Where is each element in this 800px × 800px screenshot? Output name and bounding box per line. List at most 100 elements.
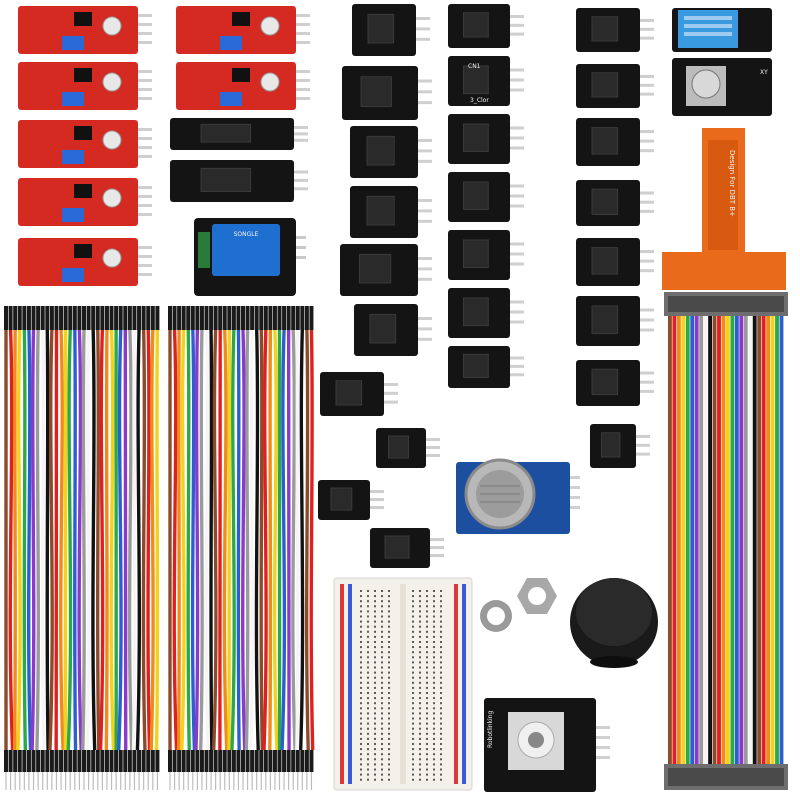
ribbon-wire: [699, 316, 704, 766]
jumper-pin-bottom: [236, 750, 241, 772]
jumper-pin-bottom: [204, 750, 209, 772]
jumper-pin-bottom: [31, 750, 36, 772]
black-sensor-module: [448, 172, 524, 222]
jumper-pin-tip: [288, 772, 290, 790]
jumper-pin-tip: [60, 772, 62, 790]
jumper-pin-bottom: [227, 750, 232, 772]
jumper-wire: [16, 329, 22, 751]
jumper-pin-bottom: [241, 750, 245, 772]
jumper-pin-top: [227, 306, 232, 330]
jumper-wire: [291, 329, 297, 751]
jumper-wire: [146, 329, 152, 751]
jumper-pin-tip: [178, 772, 180, 790]
ribbon-wire: [743, 316, 748, 766]
black-sensor-module: [448, 4, 524, 48]
jumper-pin-bottom: [150, 750, 155, 772]
black-sensor-module: [352, 4, 430, 56]
jumper-pin-top: [181, 306, 186, 330]
jumper-pin-bottom: [86, 750, 91, 772]
jumper-wire: [199, 329, 204, 751]
jumper-wire: [248, 329, 255, 751]
jumper-wire: [186, 329, 191, 751]
cn1-label: CN1: [468, 63, 481, 70]
ribbon-wire: [748, 316, 753, 766]
black-sensor-module: [354, 304, 432, 356]
jumper-wire: [286, 329, 291, 751]
jumper-pin-tip: [228, 772, 230, 790]
jumper-wire: [127, 329, 134, 751]
red-sensor-module: [18, 62, 152, 110]
jumper-pin-bottom: [49, 750, 54, 772]
jumper-pin-bottom: [199, 750, 204, 772]
jumper-wire: [48, 329, 54, 751]
jumper-pin-bottom: [304, 750, 309, 772]
jumper-wire: [40, 329, 47, 751]
jumper-pin-bottom: [63, 750, 68, 772]
black-sensor-module: [576, 296, 654, 346]
jumper-pin-tip: [169, 772, 171, 790]
black-sensor-module: [576, 8, 654, 52]
jumper-wire: [259, 329, 264, 751]
jumper-wires-middle: [168, 306, 315, 790]
jumper-wire: [73, 329, 78, 751]
jumper-wire: [135, 329, 142, 751]
t-cobbler-label: Design For DBT B+: [728, 150, 736, 217]
ribbon-wire: [690, 316, 695, 766]
jumper-pin-bottom: [123, 750, 128, 772]
jumper-wire: [12, 329, 17, 751]
jumper-wire: [45, 329, 50, 751]
jumper-pin-tip: [246, 772, 249, 790]
jumper-pin-top: [213, 306, 218, 330]
jumper-wire: [141, 329, 147, 751]
color-label: 3_Clor: [470, 97, 489, 104]
black-sensor-module: [170, 118, 308, 150]
red-sensor-module: [176, 62, 310, 110]
jumper-pin-tip: [19, 772, 21, 790]
jumper-wire: [262, 329, 268, 751]
jumper-pin-bottom: [45, 750, 50, 772]
black-sensor-module: [448, 56, 524, 106]
jumper-pin-bottom: [127, 750, 132, 772]
jumper-pin-top: [146, 306, 151, 330]
jumper-pin-top: [77, 306, 82, 330]
relay-module: SONGLE: [194, 218, 306, 296]
jumper-pin-bottom: [109, 750, 114, 772]
jumper-pin-top: [254, 306, 259, 330]
jumper-pin-bottom: [268, 750, 273, 772]
washer: [480, 600, 512, 632]
black-sensor-module: [342, 66, 432, 120]
jumper-pin-tip: [233, 772, 235, 790]
jumper-pin-top: [250, 306, 255, 330]
jumper-wire: [172, 329, 179, 751]
jumper-pin-top: [132, 306, 137, 330]
ribbon-wire: [685, 316, 690, 766]
jumper-pin-top: [86, 306, 91, 330]
jumper-wire: [109, 329, 116, 751]
t-cobbler-board: Design For DBT B+: [662, 128, 788, 316]
jumper-wire: [22, 329, 28, 751]
jumper-pin-tip: [14, 772, 16, 790]
jumper-pin-tip: [219, 772, 221, 790]
jumper-wire: [30, 329, 36, 751]
jumper-pin-top: [204, 306, 209, 330]
jumper-pin-bottom: [100, 750, 105, 772]
jumper-wire: [8, 329, 15, 751]
jumper-wire: [209, 329, 214, 751]
black-sensor-module: [350, 186, 432, 238]
jumper-pin-tip: [192, 772, 194, 790]
jumper-pin-top: [40, 306, 45, 330]
black-sensor-module: [576, 180, 654, 226]
jumper-pin-tip: [32, 772, 35, 790]
jumper-wire: [59, 329, 65, 751]
jumper-wire: [85, 329, 91, 751]
jumper-pin-top: [186, 306, 191, 330]
ribbon-wire: [757, 316, 762, 766]
ribbon-wire: [694, 316, 699, 766]
jumper-pin-tip: [310, 772, 313, 790]
black-sensor-module: [448, 114, 524, 164]
black-sensor-module: [590, 424, 650, 468]
jumper-pin-bottom: [277, 750, 282, 772]
jumper-pin-bottom: [82, 750, 86, 772]
jumper-wire: [66, 329, 73, 751]
jumper-pin-bottom: [300, 750, 305, 772]
